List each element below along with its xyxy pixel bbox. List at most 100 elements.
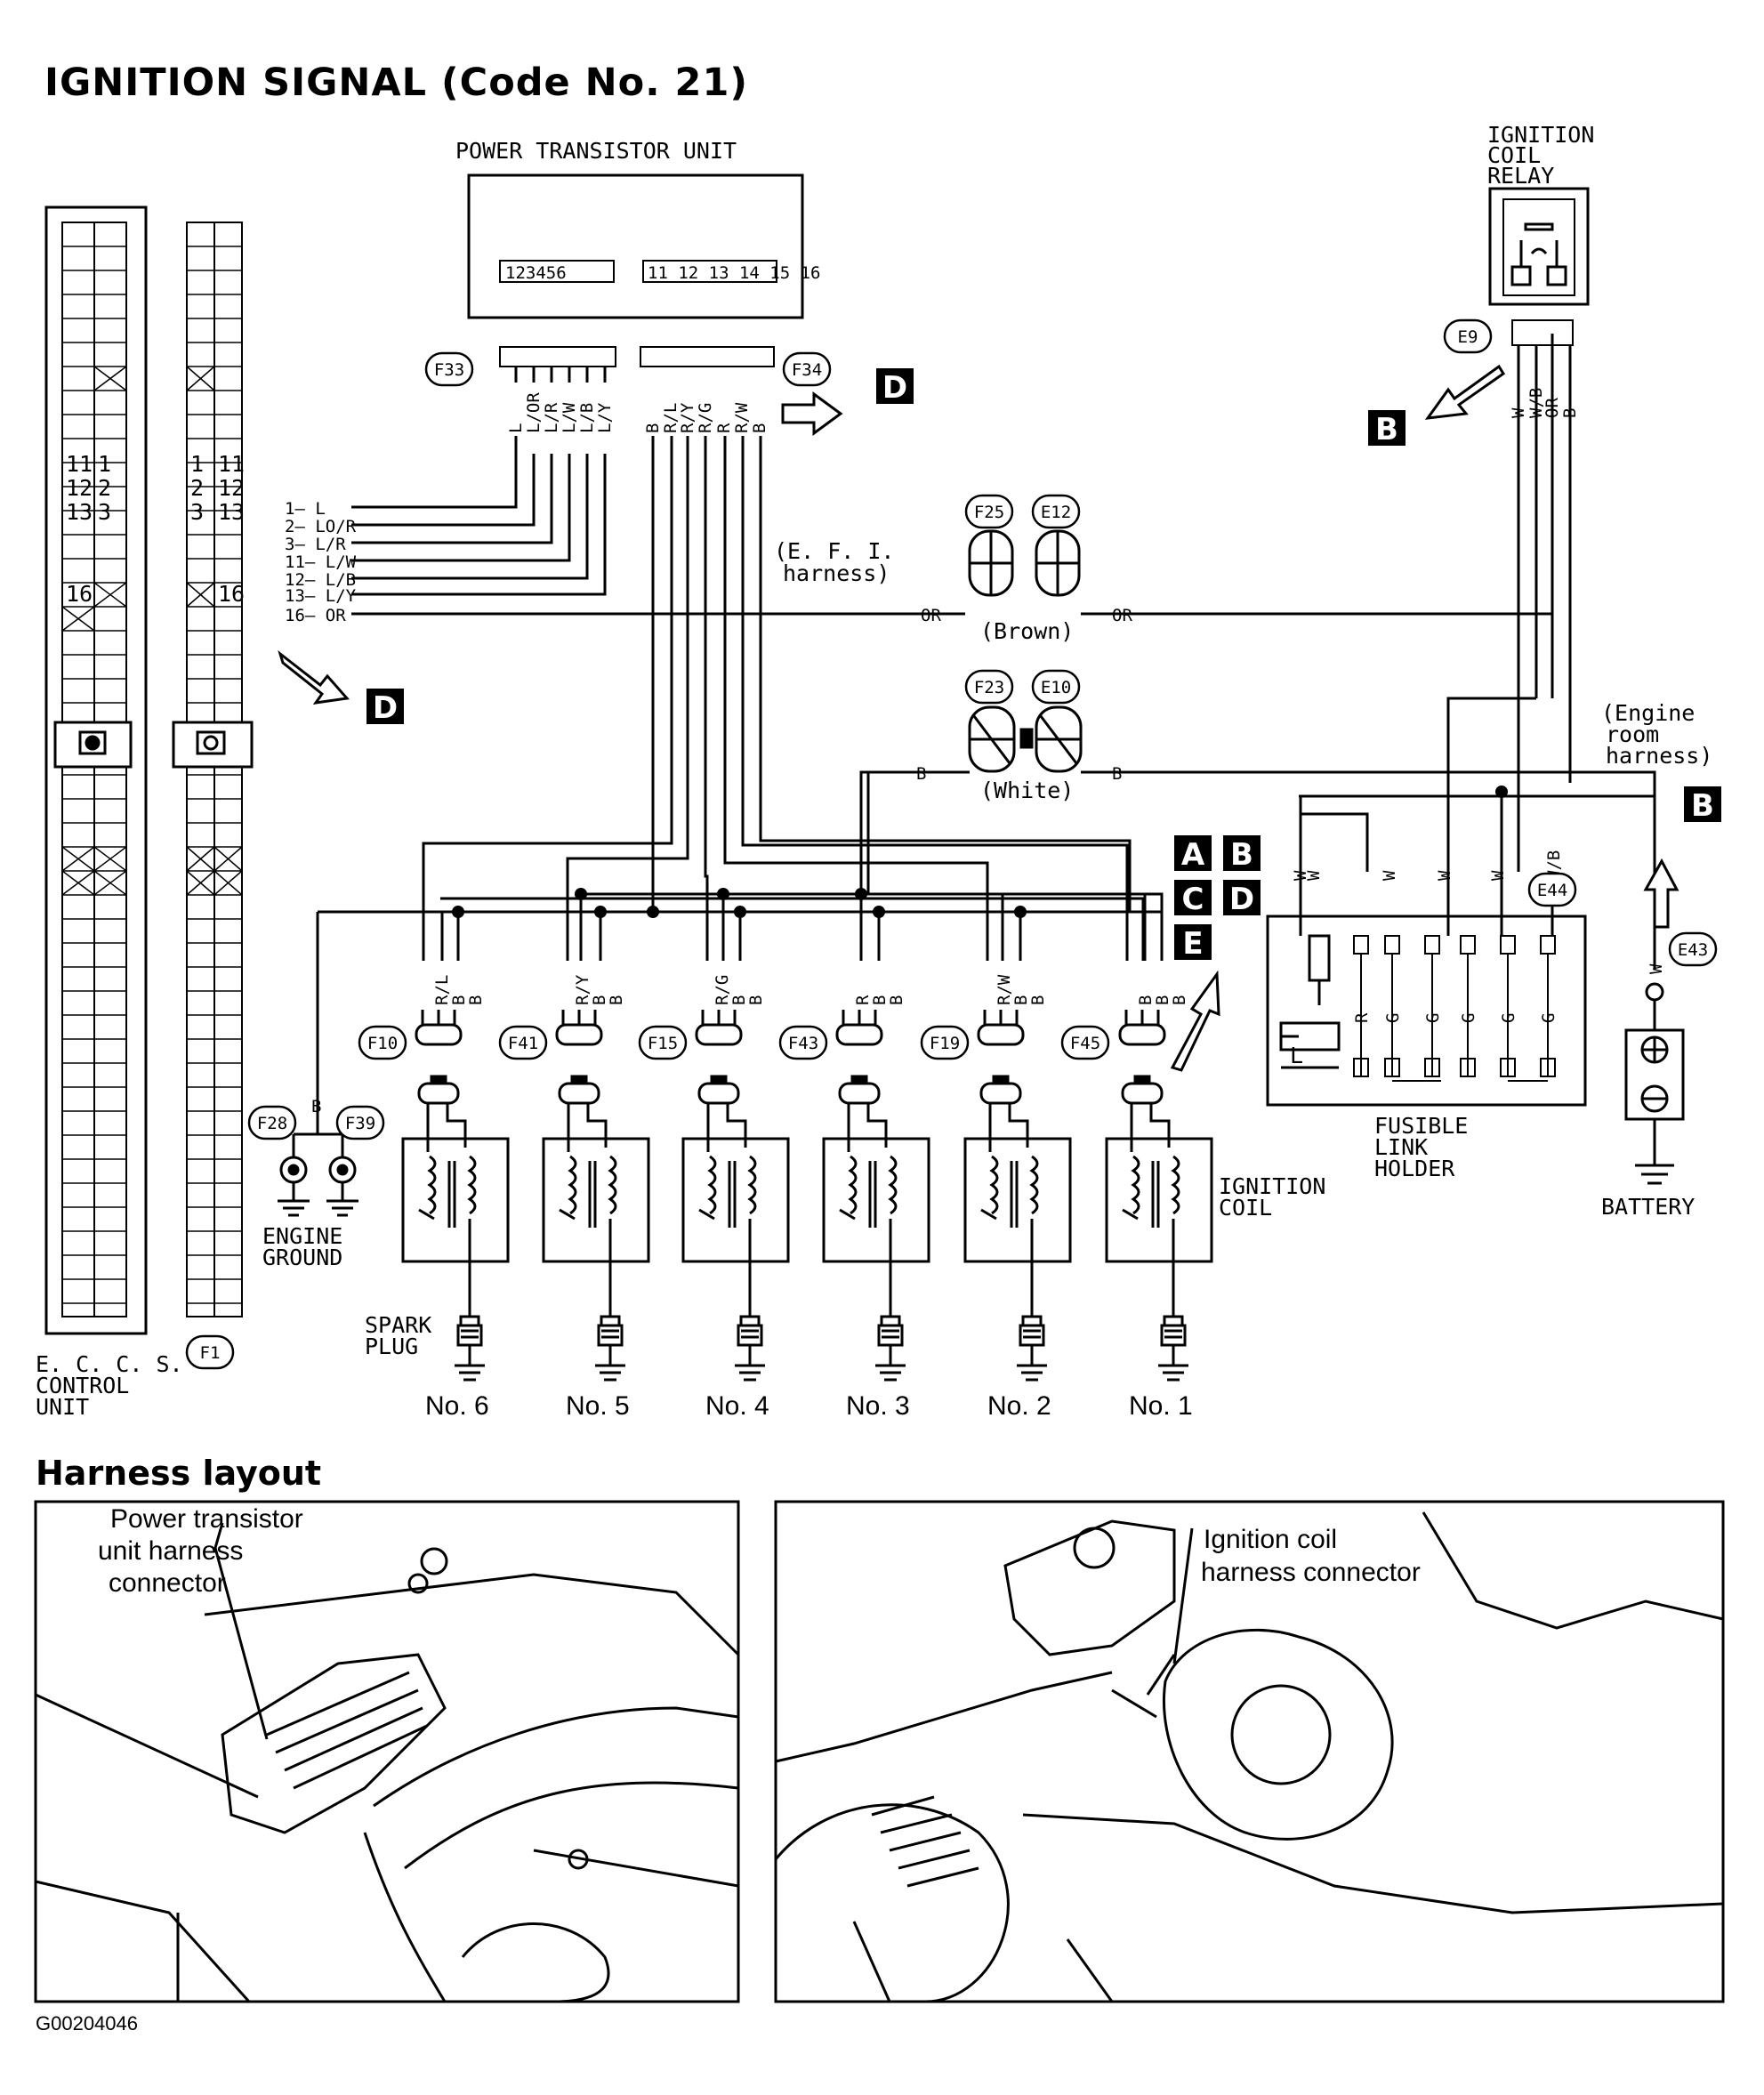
f25-e12-connector — [968, 529, 1081, 597]
callout-right-1: Ignition coil — [1204, 1525, 1337, 1554]
coil-plug — [697, 1082, 740, 1105]
ground-symbol — [1017, 1329, 1047, 1382]
f1-pin-2: 2 — [190, 475, 204, 501]
efi-harness-2: harness) — [783, 560, 890, 586]
svg-text:E10: E10 — [1041, 678, 1071, 697]
connector-f25: F25 — [964, 494, 1014, 529]
coil-connector — [555, 1023, 603, 1046]
eccs-pin-13: 13 — [66, 499, 93, 525]
coil-secondary — [747, 1155, 757, 1215]
coil-wire-label: B — [607, 995, 626, 1005]
svg-text:C: C — [1182, 882, 1204, 917]
fuse-inner-label: G — [1459, 1013, 1478, 1023]
svg-text:E12: E12 — [1041, 503, 1071, 522]
f34-wire-label: R/L — [661, 403, 681, 433]
connector-f23: F23 — [964, 669, 1014, 705]
pin-wire-3: 3— L/R — [285, 535, 346, 554]
f33-wire-label: L/B — [577, 403, 597, 433]
fuse-terminal — [1353, 1058, 1369, 1077]
coil-primary — [707, 1155, 717, 1215]
cylinder-label: No. 5 — [566, 1391, 630, 1421]
coil-connector — [695, 1023, 743, 1046]
f1-blank-cavity — [186, 846, 215, 872]
engine-ground-label-1: ENGINE — [262, 1223, 342, 1249]
ground-symbol — [455, 1329, 485, 1382]
ground-symbol — [875, 1329, 906, 1382]
fusible-label-3: HOLDER — [1374, 1156, 1455, 1181]
coil-body — [822, 1137, 930, 1263]
coil-plug — [979, 1082, 1022, 1105]
harness-photo-right — [774, 1500, 1725, 2003]
eccs-label-1: E. C. C. S. — [36, 1351, 183, 1377]
coil-primary — [848, 1155, 858, 1215]
coil-wire-label: R/L — [432, 975, 452, 1005]
f1-pin-11: 11 — [218, 451, 245, 477]
eccs-blank-cavity — [93, 366, 127, 391]
coil-wire-label: R — [853, 995, 873, 1005]
coil-wire-label: R/Y — [573, 974, 592, 1005]
svg-text:B: B — [1691, 788, 1714, 824]
svg-text:E: E — [1182, 926, 1203, 962]
f33-wire-label: L/OR — [524, 392, 544, 433]
f34-wire-label: B — [643, 423, 663, 433]
fusible-label-2: LINK — [1374, 1134, 1428, 1160]
coil-body — [1105, 1137, 1213, 1263]
engine-sketch-left — [35, 1522, 740, 2003]
ignition-coil — [401, 1010, 510, 1382]
f34-wire-label: R — [714, 423, 734, 433]
f33-wire-label: L/R — [542, 402, 561, 433]
white-label: (White) — [980, 778, 1074, 803]
f34-wire-label: R/Y — [678, 402, 697, 433]
fuse-wire-label: W — [1488, 870, 1508, 881]
ignition-coil — [542, 1010, 650, 1382]
f1-blank-cavity — [186, 366, 215, 391]
coil-body — [542, 1137, 650, 1263]
eccs-pin-12: 12 — [66, 475, 93, 501]
engine-ground — [278, 1116, 358, 1217]
coil-connector — [415, 1023, 463, 1046]
coil-wire-label: B — [870, 995, 890, 1005]
callout-right-2: harness connector — [1201, 1558, 1421, 1587]
svg-text:D: D — [882, 370, 907, 406]
coil-wire-label: B — [1136, 995, 1156, 1005]
spark-plug-label-2: PLUG — [365, 1334, 418, 1359]
fuse-inner-label: G — [1539, 1013, 1559, 1023]
ref-box-b: B — [1684, 786, 1721, 824]
coil-plug — [838, 1082, 881, 1105]
relay-label-1: IGNITION — [1487, 122, 1594, 148]
wire-or-right: OR — [1112, 606, 1132, 625]
f23-e10-connector — [968, 705, 1083, 773]
coil-wire-label: B — [729, 995, 749, 1005]
coil-plug — [1121, 1082, 1164, 1105]
coil-core — [728, 1161, 737, 1228]
f1-pin-13: 13 — [218, 499, 245, 525]
callout-left-1: Power transistor — [110, 1504, 303, 1534]
ptu-ecc-wires — [351, 334, 1554, 616]
coil-wire-label: B — [1170, 995, 1189, 1005]
coil-feed-wires — [316, 436, 1164, 1116]
connector-f41: F41 — [498, 1025, 548, 1060]
e9-wire-label: W/B — [1526, 388, 1546, 418]
pin-wire-11: 11— L/W — [285, 552, 357, 572]
svg-text:F10: F10 — [367, 1034, 398, 1053]
coil-plug — [558, 1082, 600, 1105]
eccs-label-2: CONTROL — [36, 1373, 129, 1398]
coil-wire-label: B — [449, 995, 469, 1005]
coil-secondary — [888, 1155, 898, 1215]
ignition-coil — [681, 1010, 790, 1382]
ptu-label: POWER TRANSISTOR UNIT — [455, 138, 737, 164]
coil-body — [401, 1137, 510, 1263]
ground-wire-label: B — [311, 1097, 321, 1116]
eccs-pin-11: 11 — [66, 451, 93, 477]
coil-primary — [1131, 1155, 1140, 1215]
fuse-terminal — [1500, 1058, 1516, 1077]
coil-wire-label: R/G — [713, 975, 732, 1005]
fuse-terminal — [1424, 1058, 1440, 1077]
fuse-wire-label: W — [1380, 870, 1399, 881]
eccs-blank-cavity — [93, 582, 127, 608]
connector-e12: E12 — [1031, 494, 1081, 529]
pin-wire-1: 1— L — [285, 499, 326, 519]
connector-e10: E10 — [1031, 669, 1081, 705]
svg-text:A: A — [1181, 837, 1205, 873]
ref-box-a: A — [1174, 835, 1212, 873]
